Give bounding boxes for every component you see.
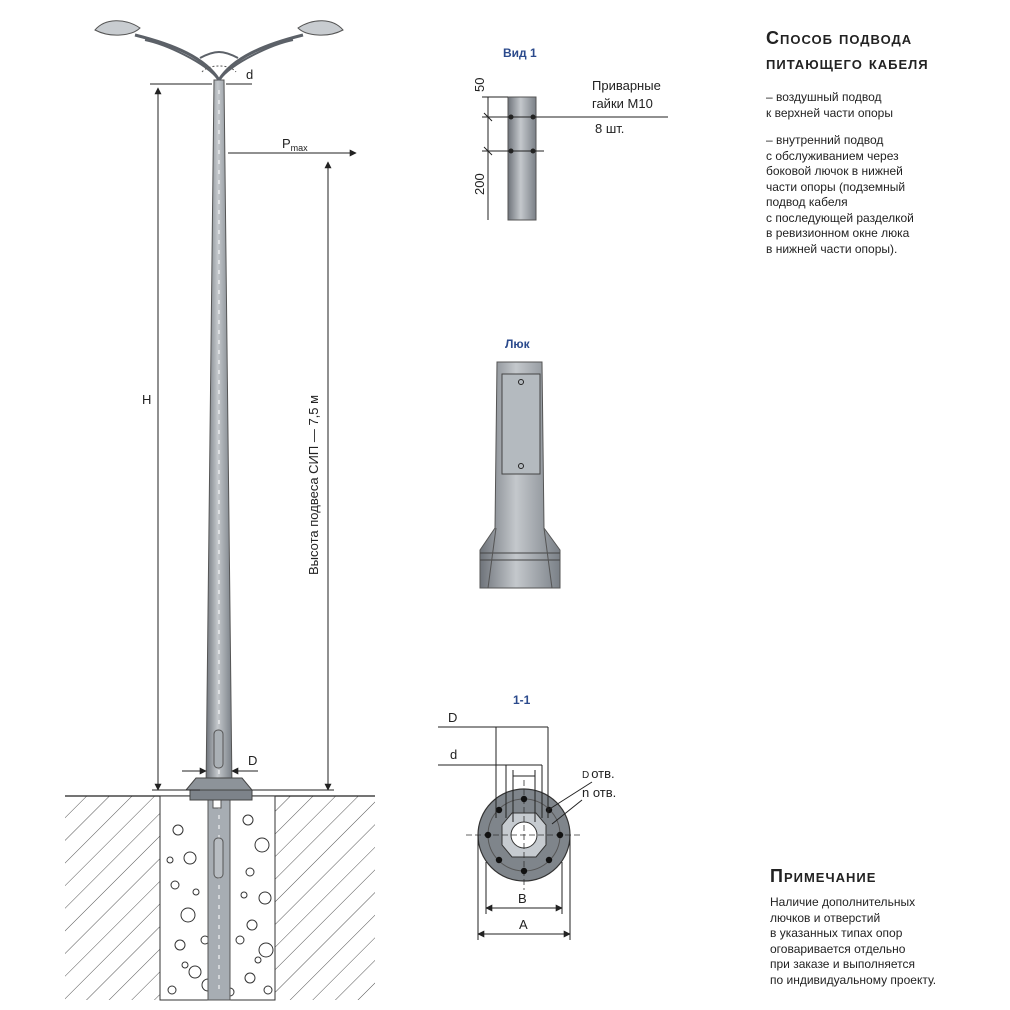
cable-supply-title: Способ подвода питающего кабеля: [766, 26, 996, 76]
section-label-D-holes-letter: D: [582, 770, 589, 781]
view1-dim-200: 200: [472, 173, 487, 195]
base-flange: [184, 777, 254, 801]
label-D-base: D: [248, 753, 257, 768]
section-dimensions: [438, 726, 593, 940]
label-pmax: Pmax: [282, 136, 308, 153]
dim-suspension-height: [252, 161, 334, 791]
section-label-D-holes-suffix: отв.: [591, 766, 614, 781]
section-label-D: D: [448, 710, 457, 725]
label-d-top: d: [246, 67, 253, 82]
label-H: H: [142, 392, 151, 407]
hatch-view: [479, 361, 561, 589]
view1-dimensions: [482, 96, 508, 220]
street-lamp-right-icon: [297, 20, 344, 36]
view1-nuts-line1: Приварные: [592, 78, 661, 93]
section-label-B: B: [518, 891, 527, 906]
cable-supply-item-internal: – внутренний подвод с обслуживанием чере…: [766, 133, 914, 256]
dim-H: [152, 87, 200, 791]
section-label-d: d: [450, 747, 457, 762]
label-pmax-sub: max: [291, 143, 309, 153]
pole-body: [205, 79, 233, 1001]
cable-supply-title-line1: Способ подвода: [766, 28, 913, 48]
view1-nuts-line2: гайки М10: [592, 96, 653, 111]
note-title: Примечание: [770, 866, 877, 886]
view1-title: Вид 1: [503, 46, 537, 60]
double-bracket: [134, 33, 304, 81]
cable-supply-block: Способ подвода питающего кабеля – воздуш…: [766, 26, 996, 269]
view1-pipe: [500, 96, 544, 221]
section-title: 1-1: [513, 693, 531, 707]
label-suspension-height: Высота подвеса СИП — 7,5 м: [306, 395, 321, 575]
hatch-title: Люк: [505, 337, 531, 351]
view1-nuts-count: 8 шт.: [595, 121, 624, 136]
section-flange: [466, 780, 582, 890]
section-label-A: A: [519, 917, 528, 932]
cable-supply-item-aerial: – воздушный подвод к верхней части опоры: [766, 90, 893, 120]
view1-dim-50: 50: [472, 78, 487, 92]
label-pmax-main: P: [282, 136, 291, 151]
street-lamp-left-icon: [94, 20, 141, 36]
concrete-pebbles: [166, 814, 274, 997]
cable-supply-title-line2: питающего кабеля: [766, 53, 929, 73]
note-block: Примечание Наличие дополнительных лючков…: [770, 864, 1000, 1000]
section-label-n-holes: n отв.: [582, 785, 616, 800]
note-text: Наличие дополнительных лючков и отверсти…: [770, 895, 937, 987]
